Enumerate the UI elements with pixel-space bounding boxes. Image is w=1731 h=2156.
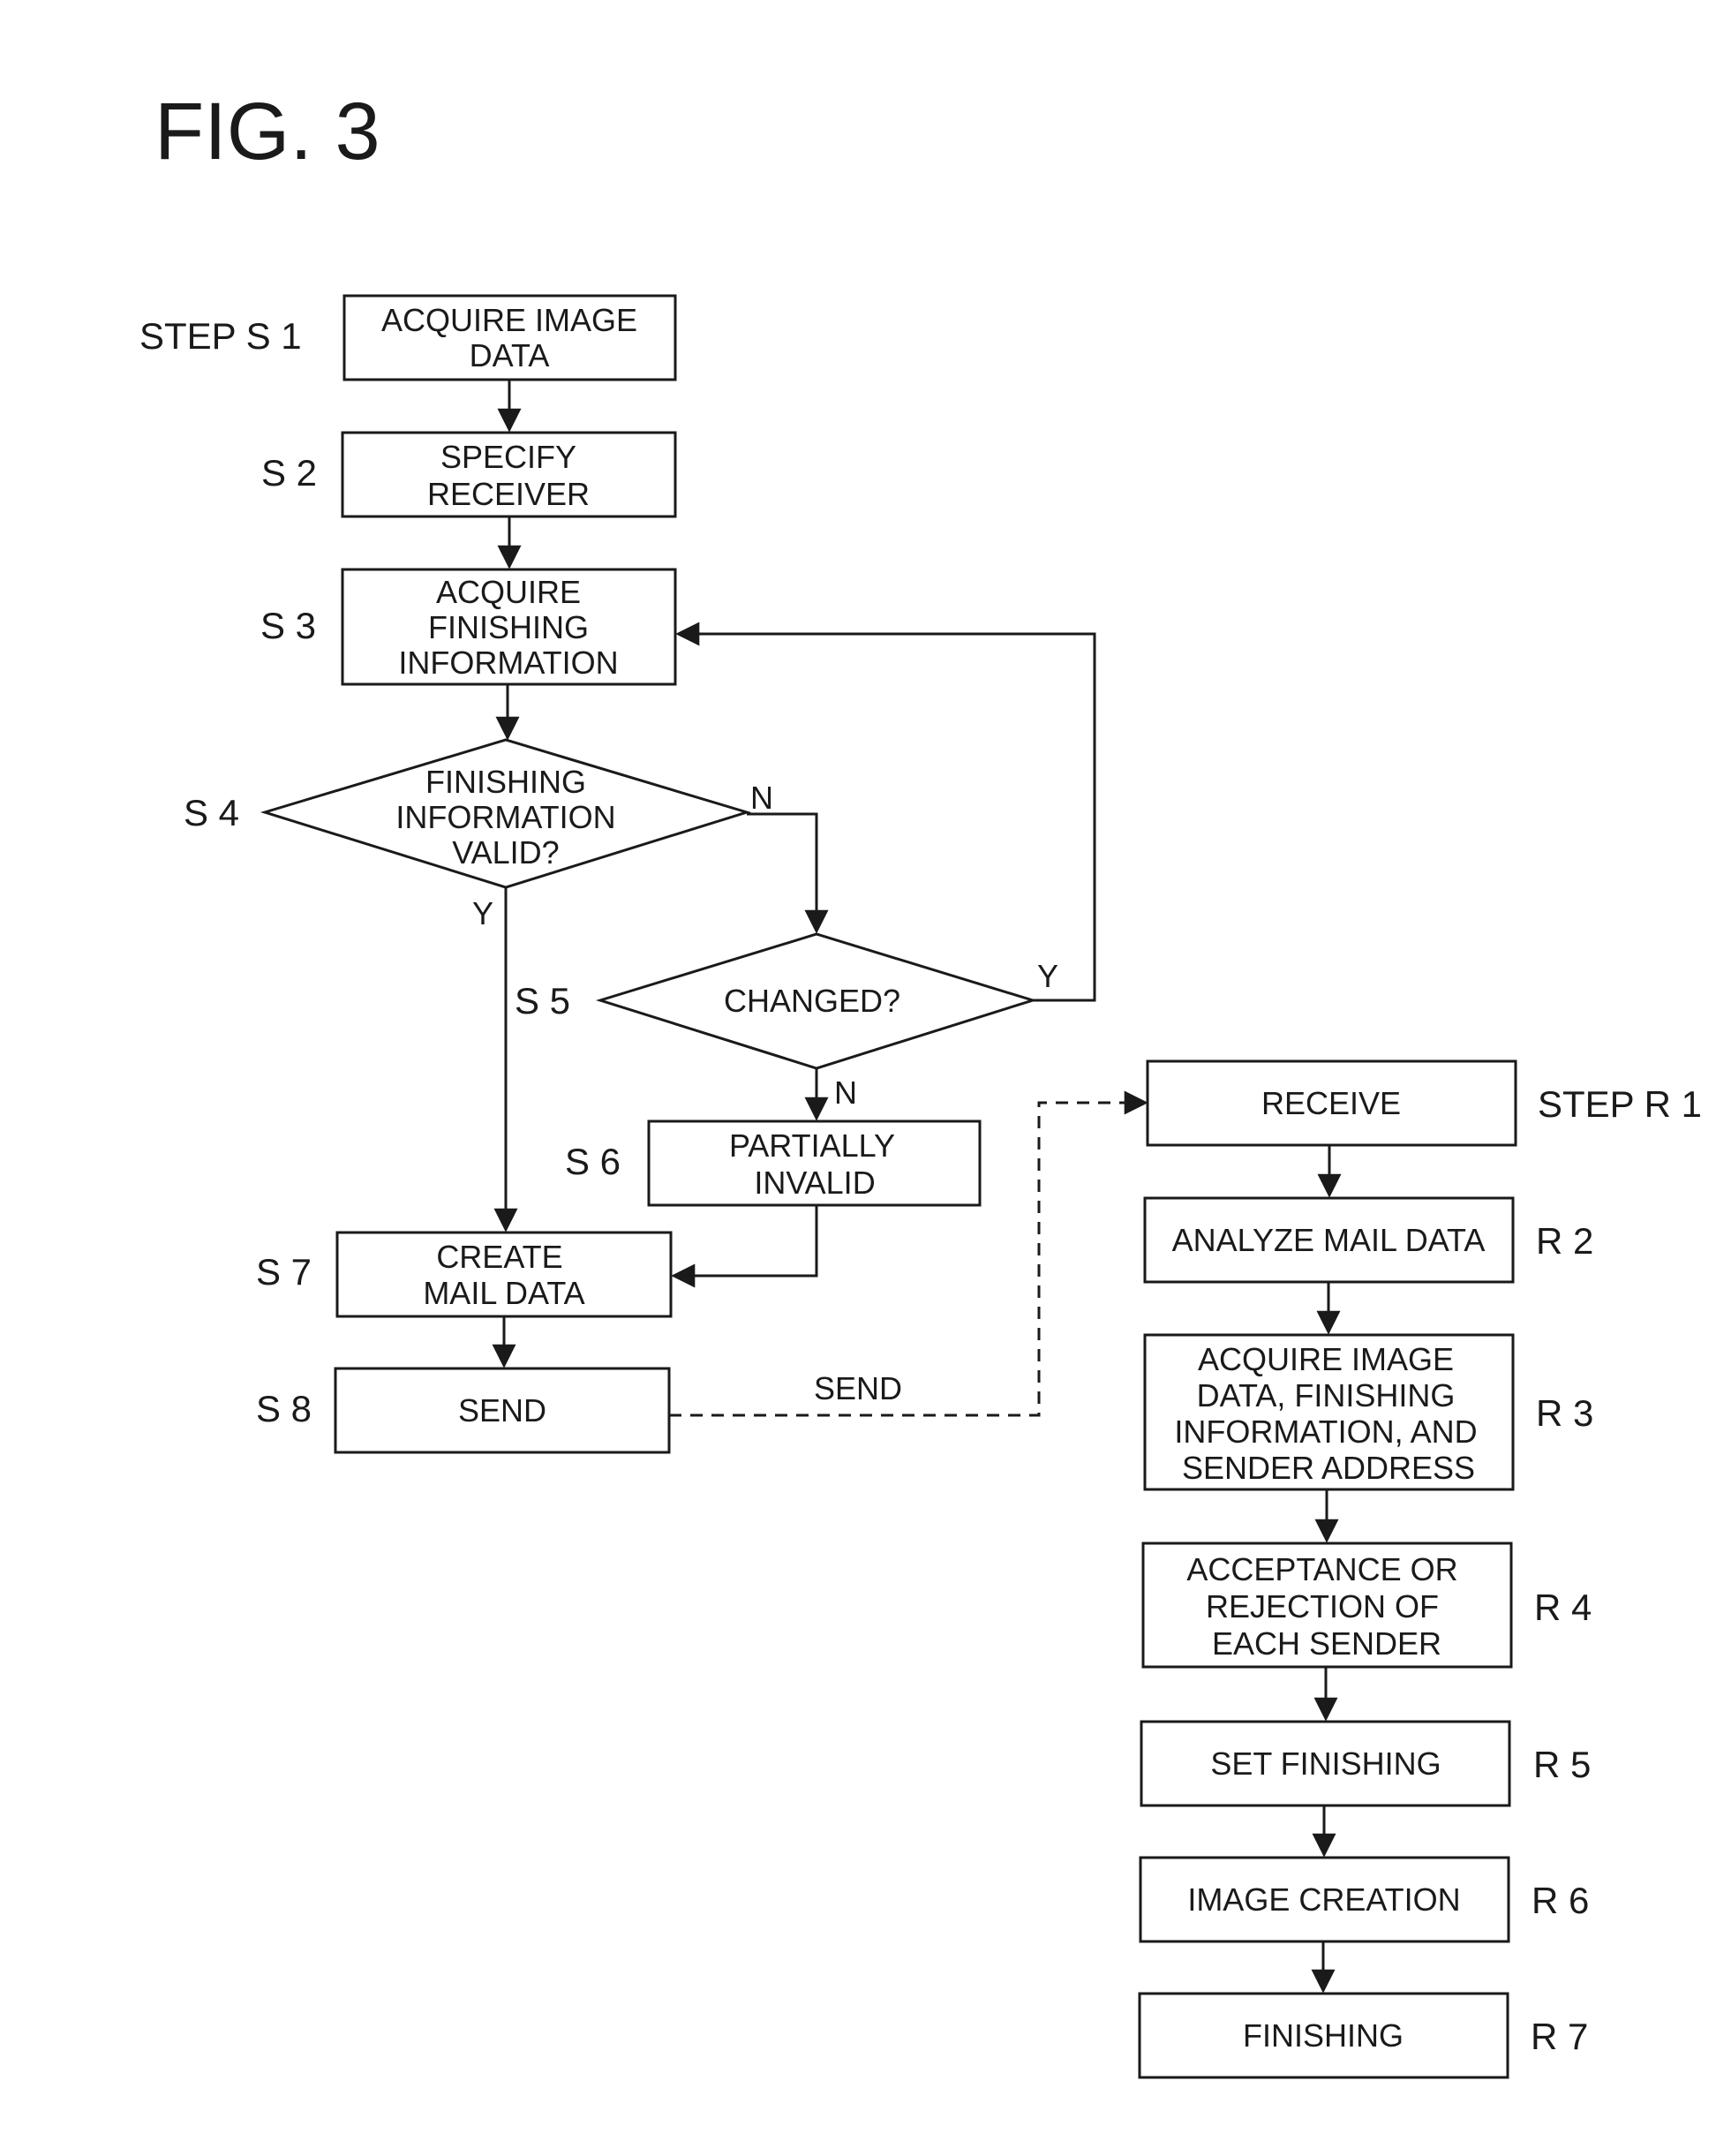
step-s6-text-2: INVALID bbox=[754, 1165, 875, 1201]
step-r4-text-3: EACH SENDER bbox=[1212, 1625, 1441, 1662]
step-s2-text-2: RECEIVER bbox=[427, 476, 590, 512]
step-s8-text-1: SEND bbox=[458, 1392, 546, 1429]
step-r1-label: STEP R 1 bbox=[1538, 1083, 1702, 1125]
step-s6: PARTIALLY INVALID S 6 bbox=[565, 1121, 980, 1205]
step-s3-label: S 3 bbox=[260, 605, 316, 646]
branch-label-s4-no: N bbox=[750, 780, 773, 816]
step-s1: ACQUIRE IMAGE DATA STEP S 1 bbox=[139, 296, 675, 380]
step-s6-label: S 6 bbox=[565, 1141, 621, 1182]
step-s2-text-1: SPECIFY bbox=[440, 439, 576, 475]
figure-title: FIG. 3 bbox=[154, 87, 380, 177]
step-s1-label: STEP S 1 bbox=[139, 315, 302, 357]
transmission-label: SEND bbox=[814, 1370, 902, 1406]
step-r3-text-2: DATA, FINISHING bbox=[1197, 1377, 1456, 1413]
connector-s6-s7 bbox=[674, 1205, 817, 1276]
step-s7-text-2: MAIL DATA bbox=[423, 1275, 584, 1311]
step-s2: SPECIFY RECEIVER S 2 bbox=[261, 433, 675, 516]
decision-s4-label: S 4 bbox=[184, 792, 239, 833]
step-r5-label: R 5 bbox=[1533, 1744, 1591, 1785]
step-r3-text-3: INFORMATION, AND bbox=[1174, 1413, 1477, 1450]
branch-label-s4-yes: Y bbox=[472, 895, 493, 931]
step-s7-text-1: CREATE bbox=[436, 1239, 562, 1275]
step-s6-text-1: PARTIALLY bbox=[729, 1127, 895, 1164]
step-r2: ANALYZE MAIL DATA R 2 bbox=[1145, 1198, 1593, 1282]
step-r3-label: R 3 bbox=[1536, 1392, 1593, 1434]
decision-s4-text-3: VALID? bbox=[452, 834, 559, 871]
step-r2-label: R 2 bbox=[1536, 1220, 1593, 1262]
step-r5-text-1: SET FINISHING bbox=[1210, 1745, 1441, 1782]
step-s7-label: S 7 bbox=[256, 1251, 312, 1293]
step-s2-label: S 2 bbox=[261, 452, 317, 494]
connector-s5-yes-s3 bbox=[678, 634, 1095, 1000]
branch-label-s5-no: N bbox=[834, 1074, 857, 1111]
step-s1-text-2: DATA bbox=[470, 337, 550, 373]
decision-s4-text-1: FINISHING bbox=[425, 764, 586, 800]
step-r3: ACQUIRE IMAGE DATA, FINISHING INFORMATIO… bbox=[1145, 1335, 1593, 1489]
decision-s5-label: S 5 bbox=[515, 980, 570, 1021]
decision-s5: CHANGED? S 5 bbox=[515, 934, 1033, 1068]
step-r6-text-1: IMAGE CREATION bbox=[1187, 1881, 1460, 1918]
step-s1-text-1: ACQUIRE IMAGE bbox=[381, 302, 637, 338]
step-r1: RECEIVE STEP R 1 bbox=[1148, 1061, 1702, 1145]
step-s8-label: S 8 bbox=[256, 1388, 312, 1429]
step-r3-text-4: SENDER ADDRESS bbox=[1182, 1450, 1475, 1486]
decision-s4-text-2: INFORMATION bbox=[395, 799, 615, 835]
branch-label-s5-yes: Y bbox=[1037, 958, 1058, 994]
step-r4-text-1: ACCEPTANCE OR bbox=[1186, 1551, 1457, 1587]
step-r2-text-1: ANALYZE MAIL DATA bbox=[1172, 1222, 1486, 1258]
step-r4-text-2: REJECTION OF bbox=[1206, 1588, 1439, 1625]
step-r4: ACCEPTANCE OR REJECTION OF EACH SENDER R… bbox=[1143, 1543, 1592, 1667]
step-s3-text-2: FINISHING bbox=[428, 609, 589, 645]
step-r6-label: R 6 bbox=[1532, 1880, 1589, 1921]
connector-s4-no-s5 bbox=[747, 814, 817, 931]
decision-s4: FINISHING INFORMATION VALID? S 4 bbox=[184, 740, 747, 887]
step-r7-label: R 7 bbox=[1531, 2016, 1588, 2057]
step-r7-text-1: FINISHING bbox=[1243, 2017, 1404, 2054]
step-s3: ACQUIRE FINISHING INFORMATION S 3 bbox=[260, 569, 675, 684]
step-s7: CREATE MAIL DATA S 7 bbox=[256, 1233, 671, 1316]
step-s3-text-1: ACQUIRE bbox=[436, 574, 581, 610]
step-r4-label: R 4 bbox=[1534, 1587, 1592, 1628]
step-s3-text-3: INFORMATION bbox=[398, 645, 618, 681]
decision-s5-text-1: CHANGED? bbox=[724, 983, 900, 1019]
step-r6: IMAGE CREATION R 6 bbox=[1140, 1858, 1589, 1941]
step-r3-text-1: ACQUIRE IMAGE bbox=[1198, 1341, 1454, 1377]
step-r7: FINISHING R 7 bbox=[1140, 1994, 1588, 2077]
step-s8: SEND S 8 bbox=[256, 1368, 669, 1452]
step-r1-text-1: RECEIVE bbox=[1261, 1085, 1401, 1121]
step-r5: SET FINISHING R 5 bbox=[1141, 1722, 1591, 1805]
